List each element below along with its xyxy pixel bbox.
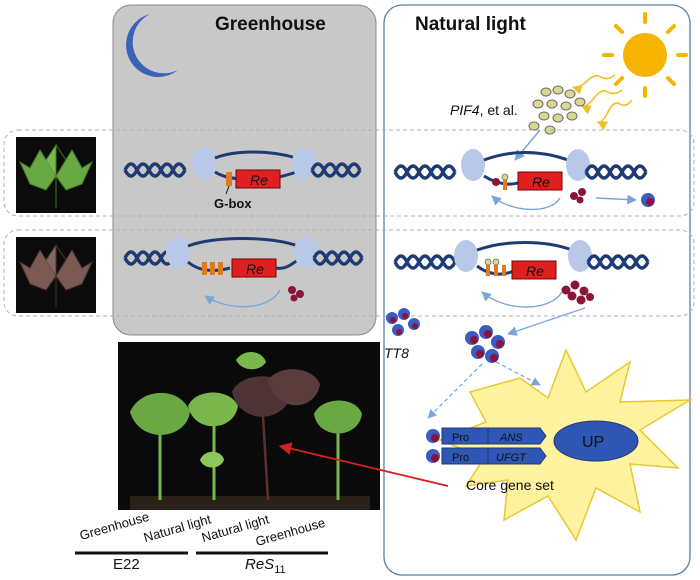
re-gene-label-gh-top: Re (250, 172, 268, 188)
protein-cluster-nl-bottom (561, 280, 594, 305)
pif4-protein-cluster (528, 85, 586, 135)
protein-assembly-arrow (507, 307, 586, 336)
pro-label-ans: Pro (452, 432, 469, 444)
feedback-arrow-gh-bottom (204, 289, 281, 308)
protein-small-nl-top (570, 188, 586, 204)
sun-icon (602, 12, 688, 98)
phenotype-arrow (278, 442, 449, 487)
re-gene-label-nl-top: Re (532, 174, 550, 190)
tt8-protein-cluster (386, 308, 420, 336)
greenhouse-gene-model-top (123, 147, 362, 189)
purple-leaf-photo (16, 237, 96, 313)
core-gene-set-label: Core gene set (466, 477, 554, 493)
e22-genotype-label: E22 (113, 556, 140, 573)
row-bottom-outline (3, 229, 695, 317)
pif4-binding-arrow (514, 129, 541, 161)
re-gene-label-nl-bottom: Re (526, 263, 544, 279)
ufgt-label: UFGT (496, 452, 527, 464)
light-ray-arrows (572, 74, 633, 131)
row-top-outline (3, 129, 695, 217)
greenhouse-gene-model-bottom (123, 236, 364, 278)
cotton-plants-photo (118, 342, 380, 510)
ufgt-promoter-row (426, 447, 547, 465)
tt8-label: TT8 (384, 345, 409, 361)
protein-complex-nl-top (641, 193, 655, 207)
gbox-label: G-box (214, 196, 252, 211)
re-gene-label-gh-bottom: Re (246, 261, 264, 277)
natural-light-title: Natural light (415, 14, 527, 35)
mbw-complex-cluster (465, 325, 505, 363)
res11-name-sub: 11 (274, 564, 286, 576)
res11-genotype-label: ReS11 (245, 556, 286, 576)
gbox-pointer (225, 185, 230, 195)
res11-name-main: ReS (245, 556, 275, 573)
ans-promoter-row (426, 427, 547, 445)
tt8-to-promoter-arrow (427, 363, 483, 419)
natural-gene-model-top (393, 149, 648, 191)
feedback-arrow-nl-bottom (481, 291, 563, 308)
pif4-label: PIF4, et al. (450, 102, 518, 118)
natural-gene-model-bottom (393, 240, 650, 280)
green-leaf-photo (16, 137, 96, 213)
up-ellipse (553, 420, 639, 462)
feedback-arrow-nl-top (491, 195, 561, 211)
pro-label-ufgt: Pro (452, 452, 469, 464)
greenhouse-title: Greenhouse (215, 14, 326, 35)
up-label: UP (582, 434, 604, 451)
protein-output-arrow-nl-top (595, 194, 637, 205)
moon-icon (126, 14, 178, 77)
ans-label: ANS (499, 432, 523, 444)
complex-to-burst-arrow (495, 361, 541, 386)
protein-small-gh (288, 286, 304, 302)
